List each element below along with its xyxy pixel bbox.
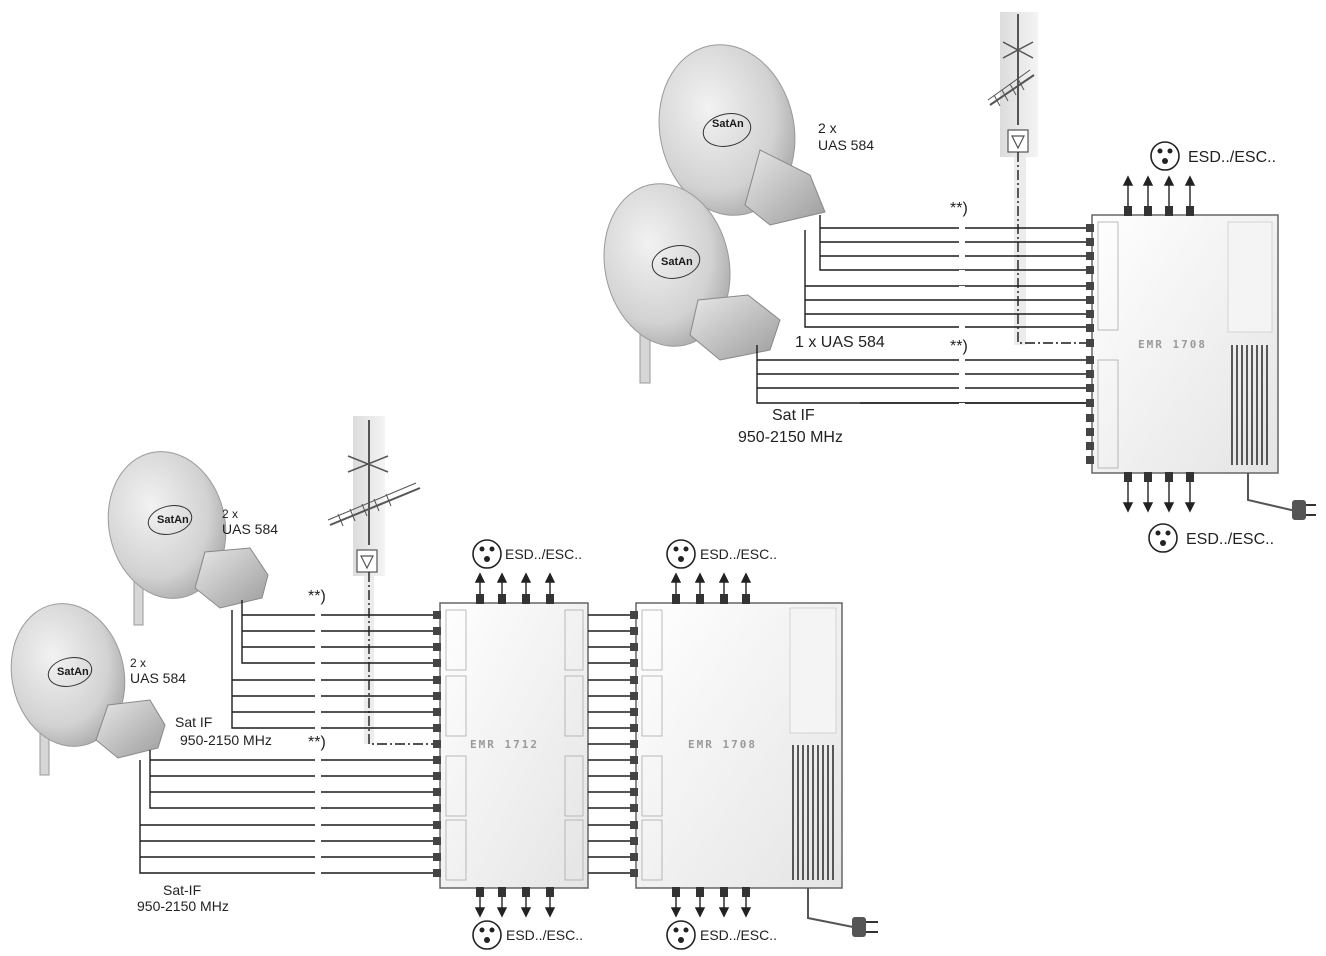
amplifier-icon [360,555,374,570]
lnb-icon [689,294,781,361]
note-marker: **) [308,588,326,605]
lnb-icon [95,699,166,759]
note-marker: **) [950,200,968,217]
outputs-label: ESD../ESC.. [700,927,777,943]
lnb-icon [744,149,826,226]
dish-brand: SatAn [157,514,189,526]
note-marker: **) [950,338,968,355]
lnb-label: 1 x UAS 584 [795,334,885,351]
power-plug-icon [852,917,878,937]
cascade-cables [588,614,636,874]
lnb-label: UAS 584 [130,670,186,686]
lnb-label: UAS 584 [818,137,874,153]
satif-label: Sat-IF [163,882,201,898]
satif-label: Sat IF [772,407,815,424]
satif-label: Sat IF [175,714,212,730]
lnb-label: 2 x [222,507,238,521]
satif-label: 950-2150 MHz [137,898,229,914]
switch-model: EMR 1712 [470,738,539,751]
satan-logo-icon [147,505,193,535]
satellite-dish-top-1: SatAn [658,44,826,226]
multiswitch-bottom-1: EMR 1712 [433,572,589,918]
outputs-label-bottom: ESD../ESC.. [1186,531,1274,548]
satan-logo-icon [47,657,93,687]
satellite-dish-bottom-2: SatAn [10,603,166,776]
receiver-socket-icon [1148,523,1178,553]
receiver-socket-icon [666,539,696,569]
terrestrial-antenna-bottom [327,416,433,745]
output-arrows-icon [474,572,556,918]
satif-label: 950-2150 MHz [738,429,843,446]
receiver-socket-icon [472,920,502,950]
terrestrial-antenna-top [987,12,1088,345]
output-arrows-icon [1122,175,1196,513]
dish-brand: SatAn [57,666,89,678]
satif-label: 950-2150 MHz [180,732,272,748]
output-arrows-icon [670,572,752,918]
multiswitch-bottom-2: EMR 1708 [630,572,878,937]
lnb-label: UAS 584 [222,521,278,537]
lnb-label: 2 x [130,656,146,670]
satan-logo-icon [702,113,752,147]
satellite-dish-bottom-1: SatAn [107,451,269,626]
outputs-label-top: ESD../ESC.. [1188,149,1276,166]
satellite-dish-top-2: SatAn [603,183,781,384]
multiswitch-top: EMR 1708 [1086,175,1316,520]
note-marker: **) [308,734,326,751]
receiver-socket-icon [472,539,502,569]
outputs-label: ESD../ESC.. [505,546,582,562]
switch-model: EMR 1708 [1138,338,1207,351]
switch-model: EMR 1708 [688,738,757,751]
bottom-system: SatAn SatAn 2 x UAS 584 2 x UAS 584 Sat … [10,416,878,950]
satan-logo-icon [651,245,701,279]
lnb-label: 2 x [818,120,837,136]
outputs-label: ESD../ESC.. [700,546,777,562]
receiver-socket-icon [666,920,696,950]
dish-brand: SatAn [712,118,744,130]
cooling-ribs-icon [1231,345,1268,465]
outputs-label: ESD../ESC.. [506,927,583,943]
dish-brand: SatAn [661,256,693,268]
top-system: SatAn SatAn 2 x UAS 584 1 x UAS 584 Sat … [603,12,1316,553]
amplifier-icon [1011,135,1025,150]
cooling-ribs-icon [792,745,834,880]
power-plug-icon [1292,500,1316,520]
receiver-socket-icon [1150,141,1180,171]
lnb-icon [194,547,269,609]
